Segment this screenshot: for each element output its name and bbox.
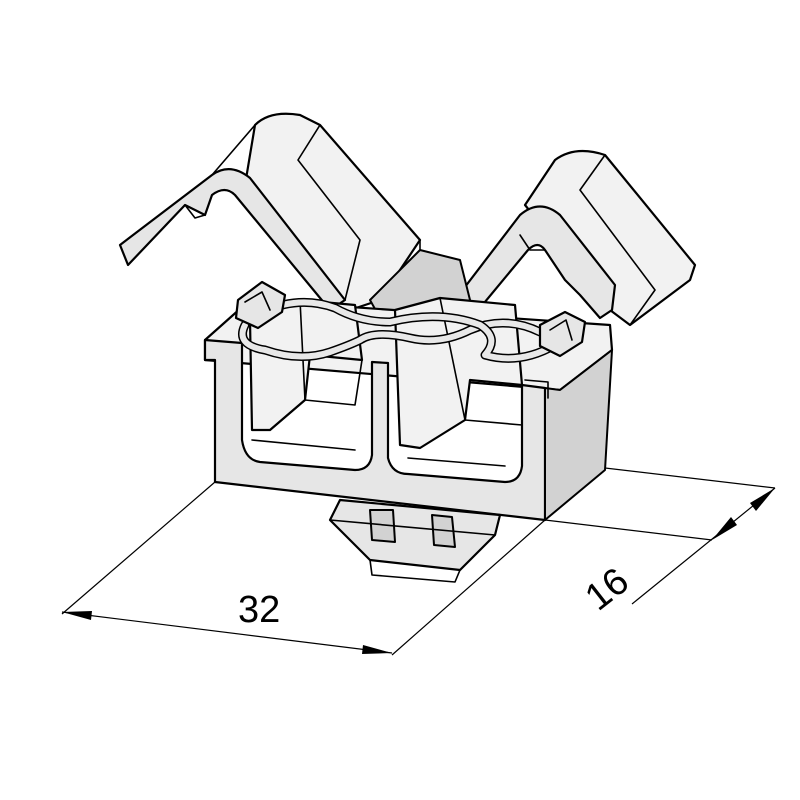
dimension-width-label: 32	[238, 589, 280, 631]
dimension-arrow-right	[362, 645, 392, 654]
dimension-depth-label: 16	[578, 560, 637, 619]
dimension-width: 32	[61, 481, 546, 656]
right-clamp-arm	[453, 149, 697, 327]
dimension-arrow-left	[62, 611, 92, 620]
dimension-arrow-top	[750, 488, 775, 511]
slot-nut	[328, 498, 502, 583]
left-clamp-arm	[118, 112, 422, 312]
dimension-arrow-bottom	[712, 517, 737, 540]
wire-clip	[234, 280, 587, 363]
